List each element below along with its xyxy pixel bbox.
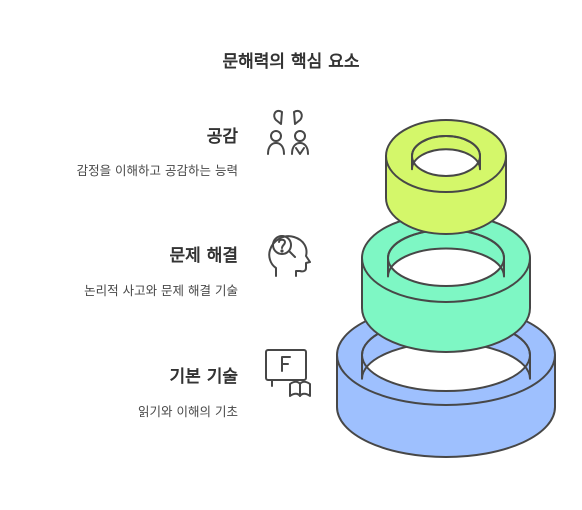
ring-empathy xyxy=(385,119,507,235)
people-icon xyxy=(267,110,309,155)
item-basic-skills-title: 기본 기술 xyxy=(169,367,238,387)
item-basic-skills-description: 읽기와 이해의 기초 xyxy=(138,404,238,419)
screen-book-icon xyxy=(265,349,311,397)
item-problem-solving-description: 논리적 사고와 문제 해결 기술 xyxy=(84,283,238,298)
diagram-title: 문해력의 핵심 요소 xyxy=(222,52,360,72)
head-question-icon xyxy=(268,235,311,277)
ring-problem-solving xyxy=(361,213,531,353)
item-empathy-description: 감정을 이해하고 공감하는 능력 xyxy=(76,163,238,178)
item-problem-solving-title: 문제 해결 xyxy=(169,246,238,266)
item-empathy-title: 공감 xyxy=(206,127,238,147)
